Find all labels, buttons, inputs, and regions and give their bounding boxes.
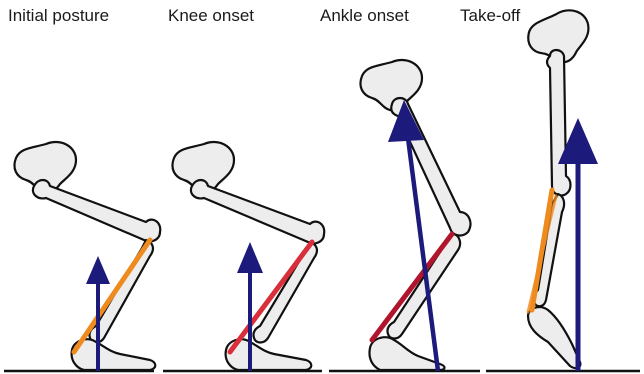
muscle-line (372, 234, 452, 340)
stage-take-off (486, 7, 640, 371)
stage-ankle-onset (329, 60, 480, 371)
force-arrow-icon (86, 256, 110, 284)
foot-bone-icon (528, 307, 580, 368)
force-arrow-icon (237, 242, 263, 273)
femur-bone-icon (547, 50, 571, 196)
muscle-line (74, 240, 150, 352)
stage-initial-posture (4, 142, 160, 371)
foot-bone-icon (72, 339, 156, 370)
stage-knee-onset (163, 142, 324, 371)
femur-bone-icon (33, 180, 160, 242)
femur-bone-icon (191, 180, 324, 244)
muscle-line (230, 242, 312, 352)
tibia-bone-icon (253, 242, 317, 343)
